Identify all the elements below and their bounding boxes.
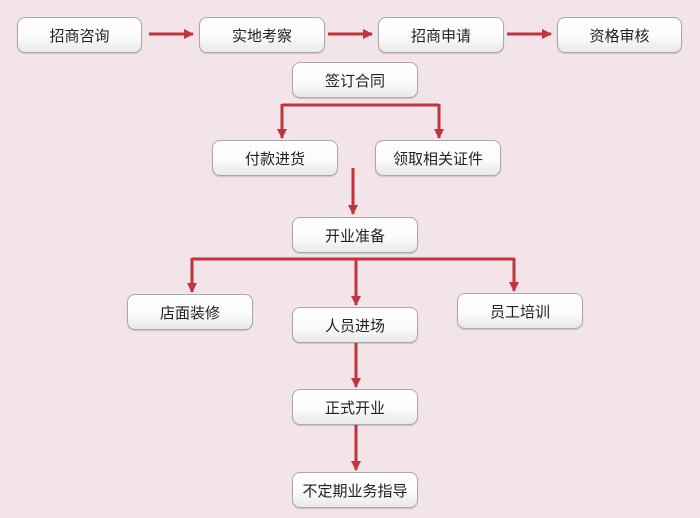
node-consult: 招商咨询 (17, 17, 142, 53)
node-staff-onboard: 人员进场 (292, 307, 418, 343)
node-official-opening: 正式开业 (292, 389, 418, 425)
node-application: 招商申请 (378, 17, 504, 53)
node-payment-stock: 付款进货 (212, 140, 338, 176)
node-site-visit: 实地考察 (199, 17, 325, 53)
node-sign-contract: 签订合同 (292, 62, 418, 98)
node-certificates: 领取相关证件 (375, 140, 501, 176)
node-opening-prep: 开业准备 (292, 217, 418, 253)
node-store-decoration: 店面装修 (127, 294, 253, 330)
node-staff-training: 员工培训 (457, 293, 583, 329)
node-ongoing-guidance: 不定期业务指导 (292, 472, 418, 508)
node-qualification-review: 资格审核 (557, 17, 682, 53)
